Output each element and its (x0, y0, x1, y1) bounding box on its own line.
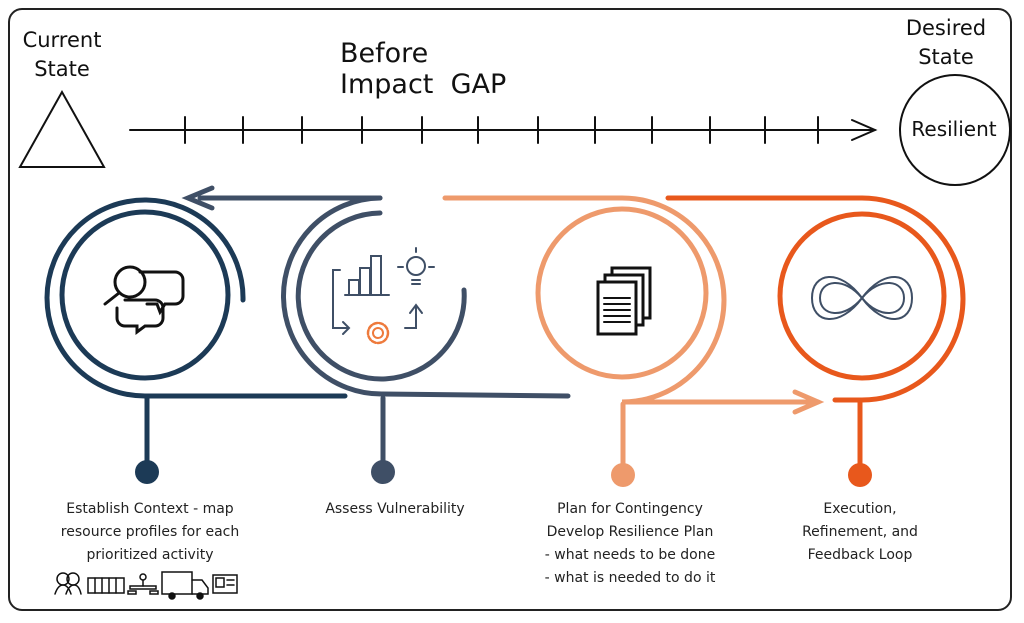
resilient-circle (899, 74, 1011, 186)
people-icon (54, 572, 82, 595)
step-4-label: Execution, Refinement, and Feedback Loop (802, 501, 918, 563)
step-4-rings (665, 195, 966, 468)
step-2-rings (181, 185, 571, 468)
gap-label: GAP (450, 69, 507, 100)
desired-state-label: Desired State (905, 16, 987, 69)
step-2-dot (371, 460, 395, 484)
infinity-icon (810, 276, 914, 320)
step-3-label: Plan for Contingency Develop Resilience … (544, 501, 716, 586)
truck-icon (161, 571, 209, 600)
diagram-frame (8, 8, 1012, 611)
network-icon (127, 573, 159, 595)
current-state-label: Current State (22, 28, 102, 81)
title: Before Impact GAP (340, 38, 600, 100)
step-4-dot (848, 463, 872, 487)
resilient-label: Resilient (911, 117, 997, 141)
step-1-rings (44, 197, 348, 468)
step-1-dot (135, 460, 159, 484)
step-3-dot (611, 463, 635, 487)
resource-icons (54, 571, 238, 600)
id-card-icon (212, 574, 238, 594)
chart-gear-bulb-icon (332, 247, 435, 345)
title-text: Before Impact (340, 38, 434, 100)
step-3-rings (442, 195, 825, 468)
triangle-icon (18, 89, 106, 168)
gap-timeline (129, 116, 878, 144)
documents-icon (596, 266, 652, 336)
step-2-label: Assess Vulnerability (325, 501, 465, 517)
step-1-label: Establish Context - map resource profile… (60, 501, 240, 563)
fence-icon (87, 577, 125, 594)
magnifier-chat-icon (103, 265, 185, 335)
